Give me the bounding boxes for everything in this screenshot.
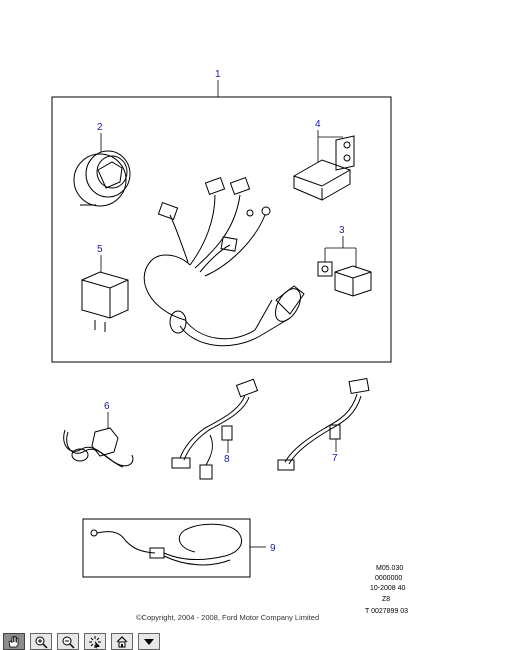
zoom-in-button[interactable] [30, 633, 52, 650]
callout-3[interactable]: 3 [339, 225, 345, 236]
pan-button[interactable] [3, 633, 25, 650]
ref-line-4: Z8 [382, 596, 390, 603]
pan-hand-icon [8, 635, 19, 647]
main-wiring-harness [143, 176, 305, 347]
part-4-module [292, 135, 355, 201]
reference-block: M05.030 0000000 10-2008 40 Z8 T 0027899 … [365, 565, 408, 615]
callout-5[interactable]: 5 [97, 244, 103, 255]
part-9-cable [90, 523, 242, 566]
callout-4[interactable]: 4 [315, 119, 321, 130]
callout-8[interactable]: 8 [224, 454, 230, 465]
copyright-text: ©Copyright, 2004 - 2008, Ford Motor Comp… [136, 613, 319, 622]
ref-line-5: T 0027899 03 [365, 608, 408, 615]
callout-9[interactable]: 9 [270, 543, 276, 554]
part-2-socket [73, 150, 131, 207]
select-pointer-icon [89, 635, 101, 649]
callout-2[interactable]: 2 [97, 122, 103, 133]
ref-line-1: M05.030 [376, 565, 403, 572]
zoom-out-icon [62, 636, 75, 649]
viewer-toolbar [0, 632, 520, 650]
part-7-harness [277, 377, 370, 471]
dropdown-button[interactable] [138, 633, 160, 650]
callout-1[interactable]: 1 [215, 69, 221, 80]
parts-diagram: 1 2 4 3 5 [51, 69, 408, 622]
part-9-frame [82, 518, 251, 578]
ref-line-2: 0000000 [375, 575, 402, 582]
home-button[interactable] [111, 633, 133, 650]
part-8-harness [171, 378, 259, 480]
select-button[interactable] [84, 633, 106, 650]
zoom-in-icon [35, 636, 48, 649]
callout-7[interactable]: 7 [332, 453, 338, 464]
ref-line-3: 10-2008 40 [370, 585, 406, 592]
callout-6[interactable]: 6 [104, 401, 110, 412]
dropdown-arrow-icon [144, 638, 154, 645]
part-6-cable [63, 427, 134, 468]
kit-frame [51, 96, 392, 363]
part-3-relay [317, 261, 372, 297]
home-icon [116, 635, 128, 647]
part-5-relay [81, 271, 129, 332]
zoom-out-button[interactable] [57, 633, 79, 650]
